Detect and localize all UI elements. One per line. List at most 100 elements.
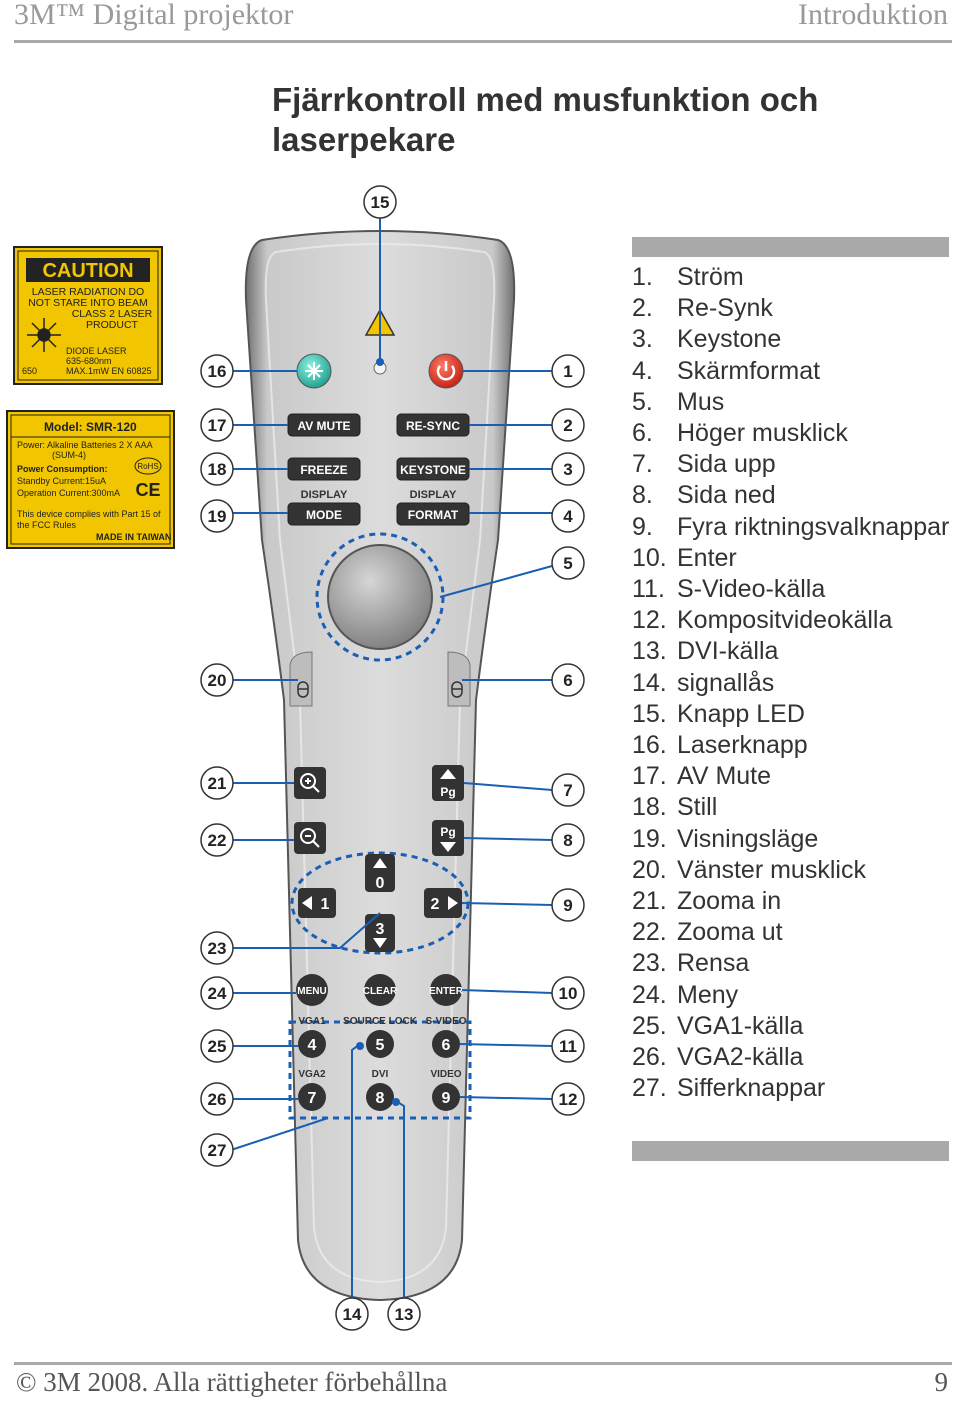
caution-heading: CAUTION [42,260,133,282]
legend-item-text: Sida upp [677,450,776,479]
key-9-button[interactable] [432,1083,460,1111]
legend-item-text: Fyra riktningsvalknappar [677,512,950,541]
legend-item: 24.Meny [632,980,952,1011]
up-key [365,854,395,892]
legend-item-number: 24. [632,980,667,1009]
key-1: 1 [321,896,330,913]
caution-line-1: LASER RADIATION DO [32,286,144,298]
key-7-button[interactable] [298,1083,326,1111]
callout-16: 16 [208,362,227,381]
rohs-icon [134,457,162,475]
left-click-button[interactable] [289,651,313,707]
legend-item-number: 26. [632,1043,667,1072]
legend-item-text: Skärmformat [677,356,821,385]
enter-button[interactable] [430,974,462,1006]
callout-24: 24 [208,984,227,1003]
legend-item-number: 27. [632,1074,667,1103]
legend-item-text: Mus [677,387,725,416]
legend-item-text: Keystone [677,325,782,354]
legend-item-number: 6. [632,419,653,448]
right-click-icon[interactable] [451,681,463,698]
model-line-6: This device complies with Part 15 of [17,509,161,519]
legend-item: 5.Mus [632,387,952,418]
callout-13: 13 [395,1305,414,1324]
mouse-pad[interactable] [327,544,433,650]
legend-item-text: Visningsläge [677,824,819,853]
legend-item: 14. signallås [632,668,952,699]
re-sync-label: RE-SYNC [406,419,460,433]
dark-buttons[interactable] [287,413,470,526]
legend-item-text: DVI-källa [677,637,779,666]
legend-item-number: 9. [632,512,653,541]
callout-2: 2 [563,416,572,435]
legend-item-number: 14. [632,668,667,697]
page-down-button[interactable] [432,820,464,856]
model-number: Model: SMR-120 [44,420,137,434]
legend-item-text: Rensa [677,949,750,978]
legend-item-text: S-Video-källa [677,575,826,604]
legend-bottom-bar [632,1141,949,1161]
header-product-title: 3M™ Digital projektor [14,0,294,31]
legend-item: 23.Rensa [632,948,952,979]
up-arrow-icon [373,858,387,868]
legend-item: 26.VGA2-källa [632,1042,952,1073]
callout-20: 20 [208,671,227,690]
caution-label: CAUTION LASER RADIATION DO NOT STARE INT… [13,246,163,385]
right-click-button[interactable] [447,651,471,707]
enter-label: ENTER [429,986,464,997]
page-header: 3M™ Digital projektor Introduktion [14,0,952,43]
made-in-label: MADE IN TAIWAN [96,532,171,542]
laser-icon [305,362,323,380]
copyright: © 3M 2008. Alla rättigheter förbehållna [16,1367,448,1397]
rohs-text: RoHS [137,462,158,471]
legend-item-number: 7. [632,450,653,479]
clear-label: CLEAR [363,986,398,997]
page-up-button[interactable] [432,765,464,801]
legend-item-text: VGA1-källa [677,1011,804,1040]
callout-21: 21 [208,774,227,793]
legend-item: 10.Enter [632,543,952,574]
clear-button[interactable] [364,974,396,1006]
callout-leader-lines [230,217,553,1298]
key-4-button[interactable] [298,1030,326,1058]
left-arrow-icon [302,896,312,910]
zoom-out-button[interactable] [294,822,326,854]
legend-item: 27. Sifferknappar [632,1073,952,1104]
legend-item-text: signallås [677,668,775,697]
menu-button[interactable] [296,974,328,1006]
key-5-button[interactable] [366,1030,394,1058]
menu-label: MENU [297,986,326,997]
callout-10: 10 [559,984,578,1003]
callout-4: 4 [563,507,573,526]
key-4: 4 [308,1037,317,1054]
caution-wavelength: 650 [22,366,37,376]
page-up-arrow-icon [440,769,456,779]
legend-item-text: Re-Synk [677,294,773,323]
keystone-label: KEYSTONE [400,463,466,477]
video-label: VIDEO [430,1069,461,1080]
left-click-icon[interactable] [297,681,309,698]
legend-item-text: Zooma in [677,887,782,916]
page-number: 9 [934,1367,949,1397]
dvi-label: DVI [372,1069,389,1080]
legend-item-number: 20. [632,855,667,884]
zoom-in-button[interactable] [294,767,326,799]
legend-item-number: 19. [632,824,667,853]
legend-item: 8.Sida ned [632,480,952,511]
legend-item-text: Sida ned [677,481,776,510]
vga2-label: VGA2 [298,1069,326,1080]
legend-item-text: Sifferknappar [677,1074,826,1103]
legend-item-number: 13. [632,637,667,666]
legend-item: 19. Visningsläge [632,824,952,855]
key-6-button[interactable] [432,1030,460,1058]
remote-body [244,230,516,1302]
legend-item: 11.S-Video-källa [632,574,952,605]
legend-item: 4.Skärmformat [632,356,952,387]
callout-17: 17 [208,416,227,435]
legend-item-number: 18. [632,793,667,822]
zoom-in-icon [300,773,320,793]
key-8-button[interactable] [366,1083,394,1111]
callout-1: 1 [563,362,572,381]
